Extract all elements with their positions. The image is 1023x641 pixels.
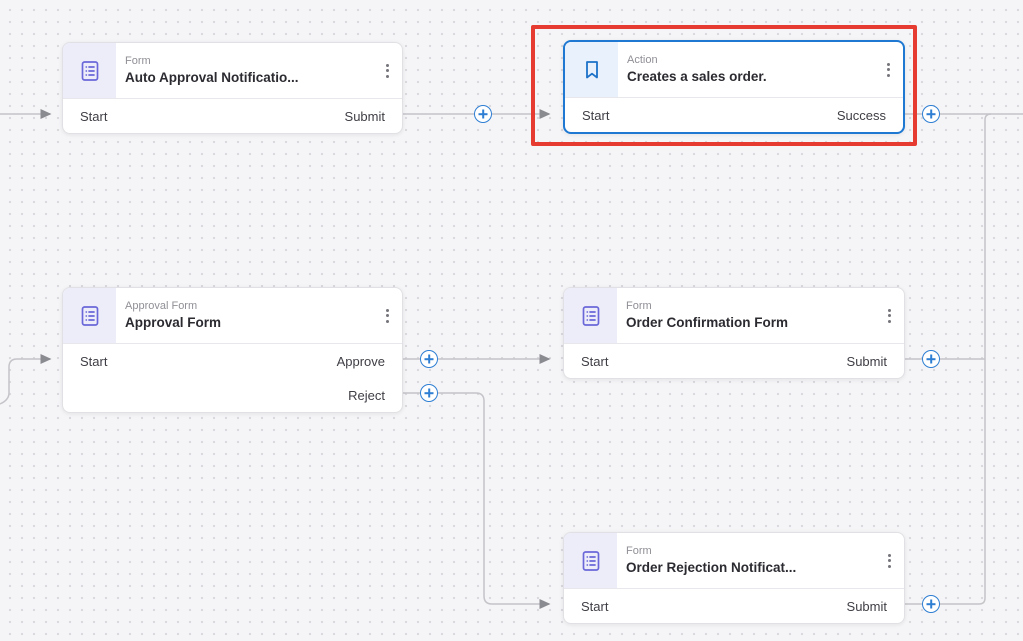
node-order-rejection-notification[interactable]: Form Order Rejection Notificat... Start … [563,532,905,624]
row-approve-label: Approve [336,353,385,369]
row-start-label: Start [581,353,609,369]
node-approval-form[interactable]: Approval Form Approval Form Start Approv… [62,287,403,413]
node-header: Form Auto Approval Notificatio... [63,43,402,99]
node-creates-sales-order[interactable]: Action Creates a sales order. Start Succ… [563,40,905,134]
add-step-icon[interactable] [922,105,940,123]
kebab-menu-icon[interactable] [874,533,904,588]
node-header: Approval Form Approval Form [63,288,402,344]
node-auto-approval-notification[interactable]: Form Auto Approval Notificatio... Start … [62,42,403,134]
node-row: Start Submit [564,344,904,378]
row-start-label: Start [582,107,610,123]
kebab-menu-icon[interactable] [372,288,402,343]
node-row: Start Submit [63,99,402,133]
form-icon [63,288,116,343]
row-success-label: Success [836,107,886,123]
node-title: Auto Approval Notificatio... [125,70,299,85]
row-submit-label: Submit [846,353,887,369]
node-type-label: Approval Form [125,300,198,312]
node-type-label: Form [626,300,652,312]
connector-rejection-submit-merge [905,113,992,605]
connector-reject-to-rejection-form [403,392,551,610]
node-type-label: Form [626,545,652,557]
node-row: Start Approve [63,344,402,378]
kebab-menu-icon[interactable] [372,43,402,98]
form-icon [564,533,617,588]
connector-into-approval-form [0,353,52,405]
node-title: Order Rejection Notificat... [626,560,797,575]
row-start-label: Start [581,598,609,614]
node-type-label: Form [125,55,151,67]
node-row: Start Submit [564,589,904,623]
node-header: Form Order Confirmation Form [564,288,904,344]
row-submit-label: Submit [846,598,887,614]
add-step-icon[interactable] [420,384,438,402]
node-header: Form Order Rejection Notificat... [564,533,904,589]
add-step-icon[interactable] [922,595,940,613]
kebab-menu-icon[interactable] [873,42,903,97]
row-start-label: Start [80,108,108,124]
node-order-confirmation-form[interactable]: Form Order Confirmation Form Start Submi… [563,287,905,379]
row-submit-label: Submit [344,108,385,124]
form-icon [564,288,617,343]
row-reject-label: Reject [348,387,385,403]
node-header: Action Creates a sales order. [565,42,903,98]
node-type-label: Action [627,54,658,66]
add-step-icon[interactable] [420,350,438,368]
add-step-icon[interactable] [922,350,940,368]
kebab-menu-icon[interactable] [874,288,904,343]
node-row: Reject [63,378,402,412]
form-icon [63,43,116,98]
add-step-icon[interactable] [474,105,492,123]
node-title: Creates a sales order. [627,69,767,84]
node-row: Start Success [565,98,903,132]
node-title: Approval Form [125,315,222,330]
node-title: Order Confirmation Form [626,315,789,330]
bookmark-icon [565,42,618,97]
row-start-label: Start [80,353,108,369]
